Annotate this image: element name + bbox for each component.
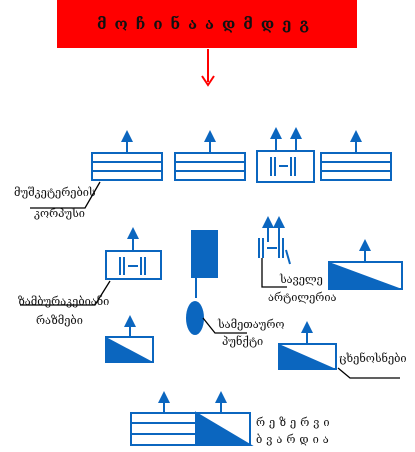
command-post [186, 230, 218, 335]
reserve-label-line1: რეზერვი [256, 416, 334, 429]
zamburak-label-line1: ზამბურაკებიანი [18, 295, 110, 308]
cavalry-label: ცხენოსნები [339, 352, 407, 365]
musketeer-unit-1 [91, 130, 163, 181]
musketeer-unit-3 [320, 130, 392, 181]
musketeers-label-line2: კორპუსი [34, 207, 85, 220]
command-post-label-line2: პუნქტი [222, 335, 264, 348]
left-flank-unit [105, 315, 154, 363]
artillery-leader-line [261, 258, 287, 288]
command-post-leader-line [202, 317, 247, 334]
musketeers-label-line1: მუშკეტერების [14, 186, 96, 199]
artillery-unit-center [256, 127, 315, 183]
enemy-down-arrow [201, 49, 215, 87]
zamburak-label-line2: რაზმები [36, 314, 83, 327]
zamburak-unit [105, 227, 162, 280]
command-post-label-line1: სამეთაურო [218, 318, 285, 331]
musketeers-leader-line [30, 181, 101, 209]
reserve-label-line2: ბვარდია [256, 433, 333, 446]
artillery-label-line1: საველე [280, 273, 323, 286]
cavalry-leader-line [337, 367, 400, 379]
cavalry-unit [278, 321, 337, 370]
field-artillery-unit [258, 216, 291, 265]
artillery-label-line2: არტილერია [268, 291, 337, 304]
right-flank-unit [328, 239, 403, 290]
musketeer-unit-2 [174, 130, 246, 181]
title-banner: მოჩინაადმდეგ [57, 0, 357, 48]
zamburak-leader-line [20, 280, 111, 306]
title-text: მოჩინაადმდეგ [96, 15, 318, 33]
reserve-unit [130, 391, 254, 446]
